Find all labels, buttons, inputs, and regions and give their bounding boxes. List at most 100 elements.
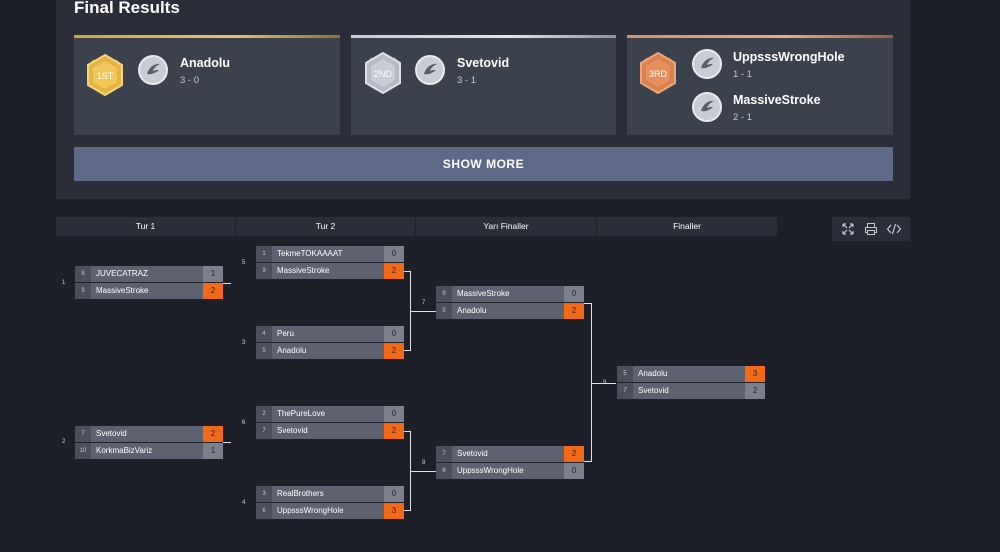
participant-score: 2 [384, 423, 404, 439]
first-place-score: 3 - 0 [180, 75, 200, 86]
silver-accent-line [351, 35, 616, 38]
second-place-team[interactable]: Svetovid [457, 56, 510, 70]
third-place-score-2: 2 - 1 [733, 112, 753, 123]
match-participant[interactable]: 6 UppsssWrongHole 0 [436, 463, 584, 479]
team-logo-icon [415, 55, 445, 85]
svg-text:3RD: 3RD [649, 69, 668, 79]
seed-number: 6 [256, 503, 272, 519]
embed-code-icon[interactable] [886, 221, 902, 237]
participant-score: 3 [384, 503, 404, 519]
participant-name: Anadolu [457, 306, 487, 315]
silver-medal-icon: 2ND [365, 51, 401, 95]
match-number: 2 [62, 439, 66, 445]
bronze-accent-line [627, 35, 893, 38]
participant-score: 1 [203, 266, 223, 282]
match-number: 7 [422, 300, 426, 306]
participant-name: Anadolu [638, 369, 668, 378]
match-number: 5 [242, 260, 246, 266]
participant-name: ThePureLove [277, 409, 326, 418]
round-header-4: Finaller [597, 217, 777, 236]
match-participant[interactable]: 6 UppsssWrongHole 3 [256, 503, 404, 519]
team-logo-icon [692, 49, 722, 79]
seed-number: 3 [256, 486, 272, 502]
team-logo-icon [692, 92, 722, 122]
participant-score: 0 [384, 246, 404, 262]
bracket-toolbar [832, 217, 910, 241]
participant-name: MassiveStroke [277, 266, 330, 275]
match-number: 1 [62, 280, 66, 286]
first-place-team[interactable]: Anadolu [180, 56, 230, 70]
match-number: 3 [242, 340, 246, 346]
seed-number: 1 [256, 246, 272, 262]
bracket-connector [411, 311, 436, 312]
fullscreen-icon[interactable] [840, 221, 856, 237]
participant-name: Svetovid [277, 426, 308, 435]
seed-number: 9 [436, 286, 452, 302]
seed-number: 5 [617, 366, 633, 382]
bracket-connector [411, 471, 436, 472]
third-place-score-1: 1 - 1 [733, 69, 753, 80]
participant-name: MassiveStroke [96, 286, 149, 295]
match-participant[interactable]: 5 Anadolu 3 [617, 366, 765, 382]
match-participant[interactable]: 7 Svetovid 2 [436, 446, 584, 462]
third-place-team-2[interactable]: MassiveStroke [733, 93, 821, 107]
seed-number: 6 [436, 463, 452, 479]
participant-name: Anadolu [277, 346, 307, 355]
participant-name: TekmeTOKAAAAT [277, 249, 343, 258]
participant-name: Svetovid [457, 449, 488, 458]
participant-name: Peru [277, 329, 294, 338]
participant-name: JUVECATRAZ [96, 269, 148, 278]
participant-score: 1 [203, 443, 223, 459]
seed-number: 8 [75, 266, 91, 282]
show-more-button[interactable]: SHOW MORE [74, 147, 893, 181]
third-place-team-1[interactable]: UppsssWrongHole [733, 50, 845, 64]
final-results-title: Final Results [74, 0, 180, 17]
round-header-3: Yarı Finaller [416, 217, 596, 236]
participant-score: 0 [384, 486, 404, 502]
svg-text:2ND: 2ND [374, 69, 393, 79]
match-box[interactable]: 7 Svetovid 2 6 UppsssWrongHole 0 [436, 446, 584, 480]
first-place-card: 1ST Anadolu 3 - 0 [74, 35, 340, 135]
participant-score: 2 [203, 283, 223, 299]
bracket-connector [592, 383, 616, 384]
seed-number: 7 [617, 383, 633, 399]
match-number: 4 [242, 500, 246, 506]
participant-name: UppsssWrongHole [277, 506, 344, 515]
participant-score: 3 [745, 366, 765, 382]
match-participant[interactable]: 1 TekmeTOKAAAAT 0 [256, 246, 404, 262]
participant-score: 2 [564, 446, 584, 462]
bracket-connector [223, 442, 231, 443]
match-number: 8 [422, 460, 426, 466]
participant-score: 0 [564, 463, 584, 479]
participant-name: UppsssWrongHole [457, 466, 524, 475]
seed-number: 7 [436, 446, 452, 462]
svg-text:1ST: 1ST [97, 71, 114, 81]
bracket-connector [223, 283, 231, 284]
round-header-1: Tur 1 [56, 217, 235, 236]
match-number: 9 [603, 380, 607, 386]
print-icon[interactable] [863, 221, 879, 237]
gold-accent-line [74, 35, 340, 38]
match-participant[interactable]: 8 JUVECATRAZ 1 [75, 266, 223, 282]
participant-score: 2 [384, 343, 404, 359]
